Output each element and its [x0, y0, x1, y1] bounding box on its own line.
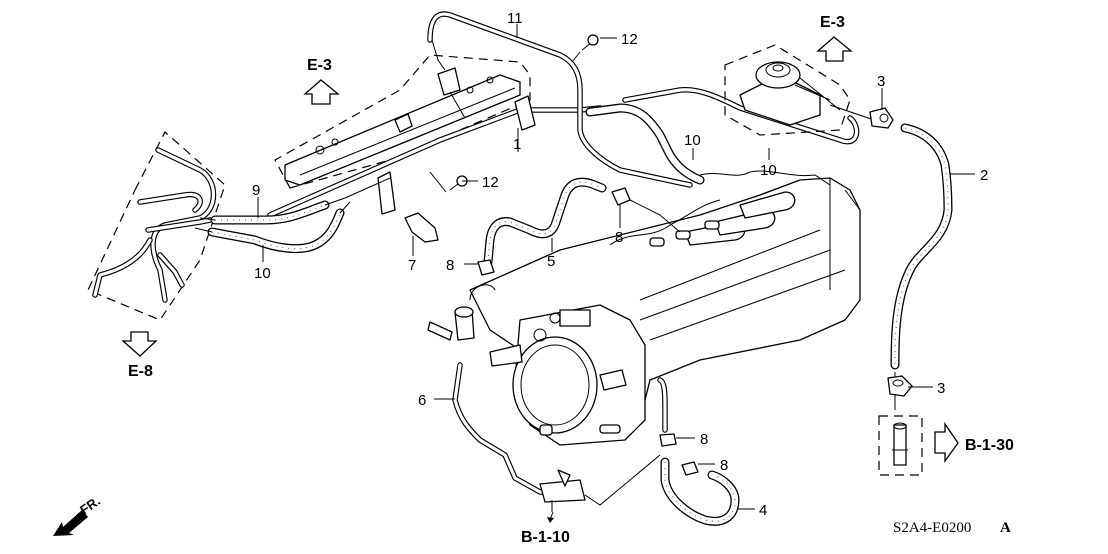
- drawing-code: S2A4-E0200: [893, 520, 971, 536]
- right-arrow-icon: [934, 421, 959, 464]
- hose-clip-8-d: [681, 461, 699, 476]
- revision-letter: A: [1000, 520, 1011, 536]
- ref-e8[interactable]: E-8: [121, 331, 158, 380]
- fitting-b130: [878, 415, 923, 476]
- callout-1[interactable]: 1: [513, 136, 521, 153]
- callout-11[interactable]: 11: [507, 10, 523, 27]
- callout-7[interactable]: 7: [408, 257, 416, 274]
- callout-2[interactable]: 2: [980, 167, 988, 184]
- ref-e3-right[interactable]: E-3: [816, 14, 853, 62]
- ref-e3-left-label: E-3: [307, 57, 332, 74]
- ref-b130[interactable]: B-1-30: [934, 421, 1014, 464]
- ref-b130-label: B-1-30: [965, 437, 1014, 454]
- callout-4[interactable]: 4: [759, 502, 767, 519]
- up-arrow-icon: [303, 79, 340, 105]
- fuel-line-assembly: [87, 131, 226, 321]
- vacuum-hose-10-left: [194, 201, 351, 254]
- vacuum-tube-11: [427, 11, 693, 188]
- breather-hose-5: [483, 177, 607, 267]
- ref-b110-label: B-1-10: [521, 529, 570, 546]
- callout-3-upper[interactable]: 3: [877, 73, 885, 90]
- throttle-body: [489, 304, 646, 446]
- ref-e3-right-label: E-3: [820, 14, 845, 31]
- ref-e8-label: E-8: [128, 363, 153, 380]
- leader-lines: [257, 24, 975, 510]
- drawing-code-block: S2A4-E0200 A: [893, 520, 1011, 536]
- water-fitting: [427, 284, 496, 341]
- callout-10-center[interactable]: 10: [684, 132, 701, 149]
- vacuum-hose-right: [622, 87, 860, 145]
- callout-10-right[interactable]: 10: [760, 162, 777, 179]
- hose-clip-8-b: [477, 259, 495, 276]
- hose-clip-3-lower: [887, 375, 913, 397]
- ref-b110[interactable]: B-1-10: [521, 511, 570, 546]
- bolt-12-upper: [571, 34, 599, 63]
- front-orientation-indicator: FR.: [53, 493, 103, 536]
- callout-3-lower[interactable]: 3: [937, 380, 945, 397]
- callout-12-upper[interactable]: 12: [621, 31, 638, 48]
- hose-clip-8-a: [611, 187, 681, 233]
- vacuum-hose-center: [585, 103, 705, 185]
- hose-clip-8-c: [659, 433, 677, 447]
- clamp-7: [404, 212, 439, 243]
- bolt-12-lower: [429, 171, 468, 193]
- down-arrow-icon: [121, 331, 158, 357]
- hose-clip-3-upper: [869, 107, 894, 129]
- callout-8-c[interactable]: 8: [700, 431, 708, 448]
- callout-8-d[interactable]: 8: [720, 457, 728, 474]
- water-hose-2: [890, 123, 953, 410]
- fuel-hose-9: [199, 177, 391, 225]
- purge-control-valve: [724, 44, 881, 136]
- callout-8-b[interactable]: 8: [446, 257, 454, 274]
- water-pipe-6: [452, 362, 661, 512]
- callout-8-a[interactable]: 8: [615, 229, 623, 246]
- up-arrow-icon: [816, 36, 853, 62]
- callout-10-left[interactable]: 10: [254, 265, 271, 282]
- callout-9[interactable]: 9: [252, 182, 260, 199]
- front-arrow-icon: [53, 510, 88, 536]
- arrowhead-icon: [547, 517, 554, 523]
- callout-12-lower[interactable]: 12: [482, 174, 499, 191]
- water-hose-4: [657, 377, 740, 526]
- callout-5[interactable]: 5: [547, 253, 555, 270]
- ref-e3-left[interactable]: E-3: [303, 57, 340, 105]
- fuel-rail-assembly: [267, 54, 603, 218]
- callout-6[interactable]: 6: [418, 392, 426, 409]
